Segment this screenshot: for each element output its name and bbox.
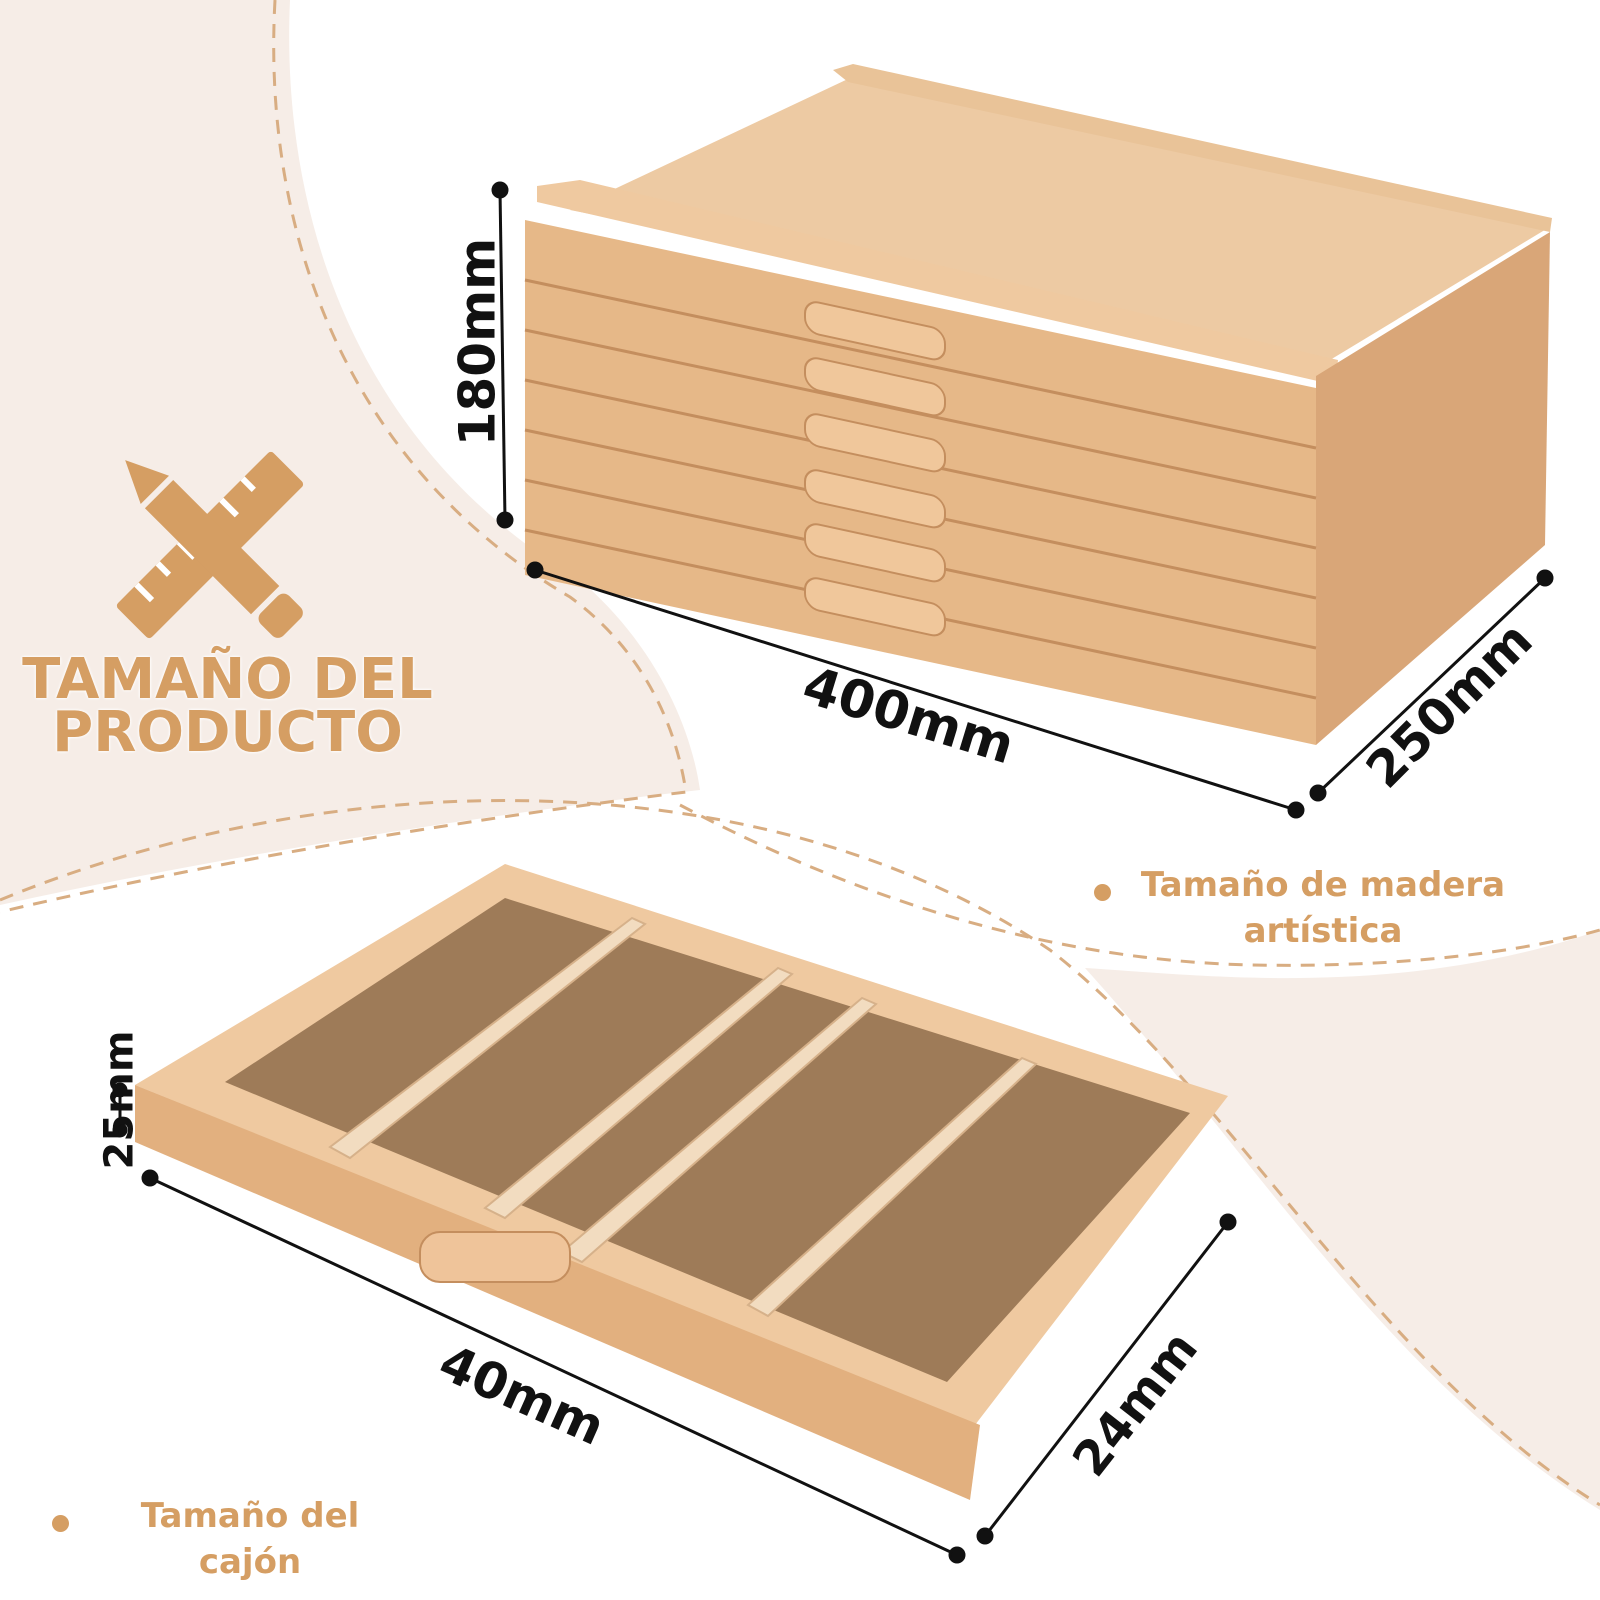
cabinet-top-front-rail: [537, 180, 1338, 385]
cabinet-caption-bullet: [1094, 884, 1111, 901]
cabinet-front: [525, 220, 1316, 745]
dashed-curve-left: [0, 0, 688, 914]
cabinet-side: [1316, 232, 1550, 745]
background-shape-left: [0, 0, 700, 905]
cabinet-top-back-rail: [833, 64, 1552, 232]
cabinet-caption: Tamaño de madera artística: [1118, 862, 1528, 954]
drawer-dividers: [328, 916, 1038, 1318]
wooden-cabinet: [524, 64, 1552, 745]
cabinet-caption-line1: Tamaño de madera: [1140, 865, 1506, 905]
wooden-drawer: [135, 864, 1228, 1500]
background-shape-right: [1085, 930, 1600, 1510]
page-title-line2: PRODUCTO: [52, 700, 403, 765]
page-title-line1: TAMAÑO DEL: [22, 647, 433, 712]
cabinet-height-label: 180mm: [448, 237, 507, 447]
cabinet-caption-line2: artística: [1243, 911, 1403, 951]
drawer-caption-line2: cajón: [198, 1542, 302, 1582]
drawer-handle: [419, 1231, 571, 1283]
drawer-caption-bullet: [52, 1515, 69, 1532]
cabinet-top: [570, 78, 1548, 360]
dashed-curve-arc: [679, 803, 1600, 967]
drawer-height-label: 25mm: [96, 1030, 143, 1170]
drawer-caption: Tamaño del cajón: [120, 1493, 380, 1585]
pencil-ruler-icon: [116, 451, 304, 639]
drawer-front-panel: [135, 1085, 980, 1500]
dashed-curve-middle: [0, 799, 1600, 1507]
drawer-caption-line1: Tamaño del: [140, 1496, 360, 1536]
